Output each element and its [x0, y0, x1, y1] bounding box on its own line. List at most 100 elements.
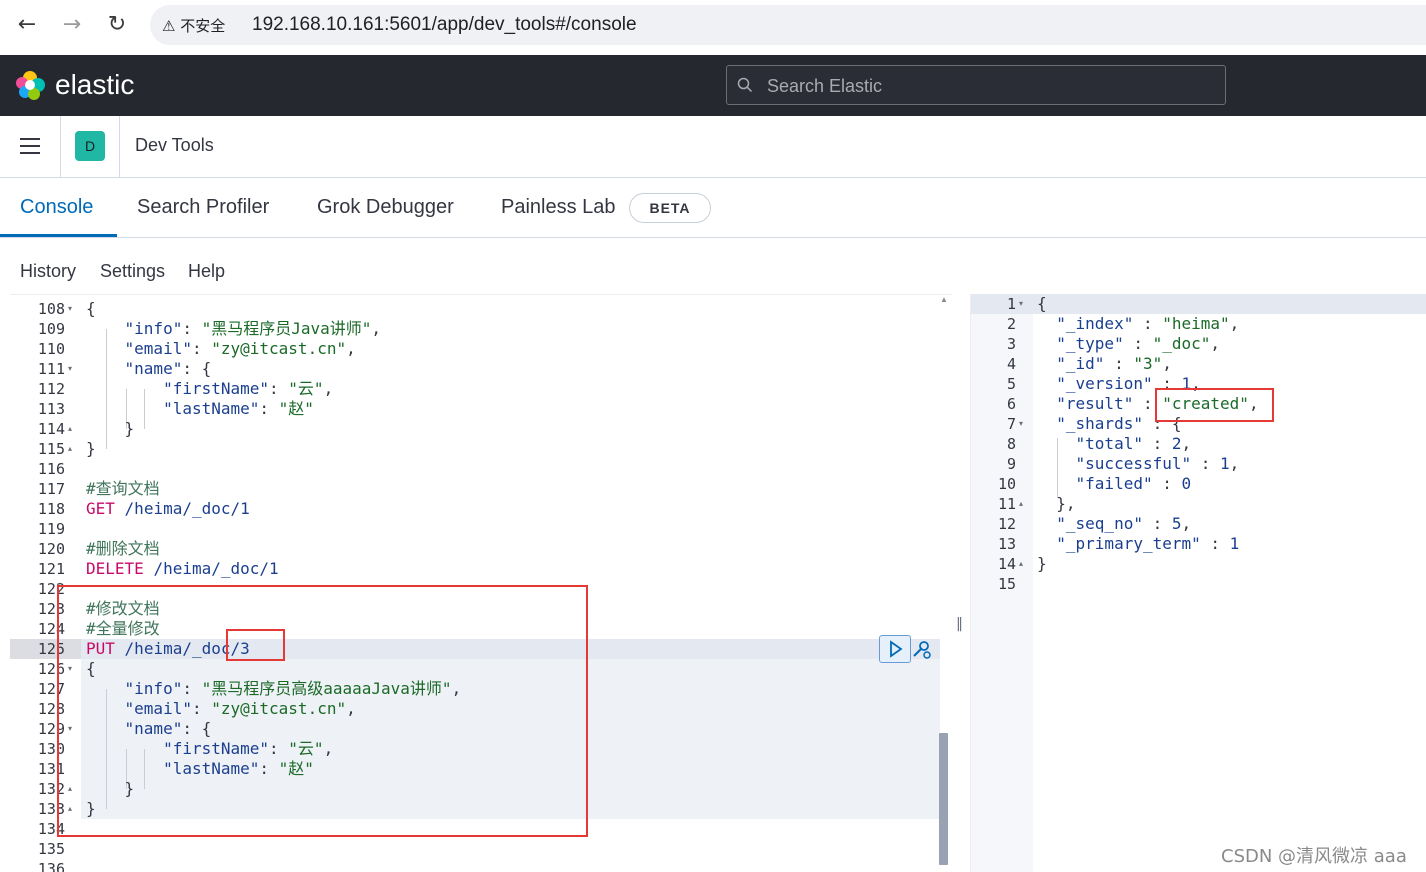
- code-line: {: [86, 299, 96, 318]
- output-line-number: 14: [997, 555, 1016, 573]
- output-line: }: [1037, 554, 1047, 573]
- line-number: 108: [37, 300, 65, 318]
- pane-resizer-handle[interactable]: ‖: [956, 616, 963, 632]
- fold-toggle-icon[interactable]: ▾: [68, 364, 73, 373]
- browser-toolbar: ← → ↻ ⚠ 不安全 192.168.10.161:5601/app/dev_…: [0, 0, 1426, 55]
- search-icon: [737, 77, 753, 93]
- search-input[interactable]: Search Elastic: [726, 65, 1226, 105]
- forward-icon[interactable]: →: [62, 12, 82, 37]
- fold-toggle-icon[interactable]: ▴: [1019, 559, 1024, 568]
- header-divider: [60, 116, 61, 177]
- code-request-line: DELETE /heima/_doc/1: [86, 559, 279, 578]
- fold-toggle-icon[interactable]: ▴: [1019, 499, 1024, 508]
- hamburger-menu-icon[interactable]: [20, 138, 40, 154]
- code-line: "name": {: [124, 719, 212, 738]
- line-number: 135: [37, 840, 65, 858]
- output-line: "successful" : 1,: [1075, 454, 1240, 473]
- fold-toggle-icon[interactable]: ▴: [68, 444, 73, 453]
- line-number: 111: [37, 360, 65, 378]
- active-tab-indicator: [0, 234, 117, 237]
- play-icon: [890, 640, 903, 658]
- output-line: "failed" : 0: [1075, 474, 1192, 493]
- fold-toggle-icon[interactable]: ▾: [68, 664, 73, 673]
- fold-toggle-icon[interactable]: ▾: [1019, 419, 1024, 428]
- address-bar[interactable]: ⚠ 不安全 192.168.10.161:5601/app/dev_tools#…: [150, 5, 1426, 45]
- line-number: 119: [37, 520, 65, 538]
- tab-search-profiler[interactable]: Search Profiler: [137, 196, 270, 218]
- indent-guide: [126, 749, 127, 789]
- line-number: 121: [37, 560, 65, 578]
- url-text[interactable]: 192.168.10.161:5601/app/dev_tools#/conso…: [252, 14, 637, 35]
- space-avatar[interactable]: D: [75, 131, 105, 161]
- active-line-highlight: [10, 639, 940, 659]
- tab-bar: Console Search Profiler Grok Debugger Pa…: [0, 178, 1426, 238]
- output-line-number: 1: [1006, 295, 1016, 313]
- line-number: 120: [37, 540, 65, 558]
- output-line-number: 5: [1006, 375, 1016, 393]
- output-line: {: [1037, 294, 1047, 313]
- line-number: 109: [37, 320, 65, 338]
- output-gutter: [971, 294, 1033, 872]
- selected-request-block: [81, 659, 940, 819]
- request-editor[interactable]: { "info": "黑马程序员Java讲师", "email": "zy@it…: [10, 294, 952, 872]
- output-line-number: 8: [1006, 435, 1016, 453]
- fold-toggle-icon[interactable]: ▴: [68, 424, 73, 433]
- code-comment: #全量修改: [86, 619, 160, 638]
- elastic-logo-icon[interactable]: [14, 69, 46, 101]
- editor-scrollbar[interactable]: [939, 733, 948, 865]
- output-line-number: 3: [1006, 335, 1016, 353]
- tab-painless-lab[interactable]: Painless Lab: [501, 196, 616, 218]
- output-line-number: 13: [997, 535, 1016, 553]
- logo-text: elastic: [55, 69, 135, 100]
- watermark: CSDN @清风微凉 aaa: [1221, 846, 1407, 867]
- send-request-button[interactable]: [879, 635, 911, 663]
- fold-toggle-icon[interactable]: ▾: [68, 304, 73, 313]
- code-request-line: GET /heima/_doc/1: [86, 499, 250, 518]
- tab-console[interactable]: Console: [20, 196, 94, 218]
- fold-toggle-icon[interactable]: ▴: [68, 804, 73, 813]
- search-placeholder: Search Elastic: [767, 76, 883, 96]
- back-icon[interactable]: ←: [17, 12, 37, 37]
- code-line: "email": "zy@itcast.cn",: [124, 339, 356, 358]
- code-comment: #删除文档: [86, 539, 160, 558]
- output-line: },: [1056, 494, 1076, 513]
- line-number: 114: [37, 420, 65, 438]
- wrench-icon[interactable]: [910, 638, 932, 660]
- output-line-number: 2: [1006, 315, 1016, 333]
- output-line: "_shards" : {: [1056, 414, 1182, 433]
- help-link[interactable]: Help: [188, 261, 226, 281]
- fold-toggle-icon[interactable]: ▾: [68, 724, 73, 733]
- code-line: "lastName": "赵": [163, 759, 314, 778]
- annotation-box-request: [57, 585, 588, 837]
- output-line-number: 15: [997, 575, 1016, 593]
- header-divider: [119, 116, 120, 177]
- fold-toggle-icon[interactable]: ▴: [68, 784, 73, 793]
- settings-link[interactable]: Settings: [100, 261, 166, 281]
- code-line: "email": "zy@itcast.cn",: [124, 699, 356, 718]
- output-line-number: 7: [1006, 415, 1016, 433]
- code-line: "lastName": "赵": [163, 399, 314, 418]
- output-line-number: 9: [1006, 455, 1016, 473]
- scroll-up-arrow-icon[interactable]: ▲: [940, 295, 948, 304]
- output-line-number: 6: [1006, 395, 1016, 413]
- code-line: {: [86, 659, 96, 678]
- history-link[interactable]: History: [20, 261, 77, 281]
- line-number: 115: [37, 440, 65, 458]
- output-line: "_index" : "heima",: [1056, 314, 1240, 333]
- output-line: "total" : 2,: [1075, 434, 1192, 453]
- tab-grok-debugger[interactable]: Grok Debugger: [317, 196, 454, 218]
- output-line-number: 4: [1006, 355, 1016, 373]
- code-line: }: [86, 439, 96, 458]
- indent-guide: [144, 389, 145, 429]
- line-number: 112: [37, 380, 65, 398]
- output-line: "_version" : 1,: [1056, 374, 1201, 393]
- annotation-box-doc-id: [226, 629, 285, 661]
- fold-toggle-icon[interactable]: ▾: [1019, 299, 1024, 308]
- security-warning[interactable]: ⚠ 不安全: [162, 17, 226, 35]
- line-number: 118: [37, 500, 65, 518]
- output-line-number: 10: [997, 475, 1016, 493]
- reload-icon[interactable]: ↻: [107, 12, 127, 37]
- code-line: "info": "黑马程序员Java讲师",: [124, 319, 382, 338]
- code-line: "info": "黑马程序员高级aaaaaJava讲师",: [124, 679, 462, 698]
- output-line-number: 11: [997, 495, 1016, 513]
